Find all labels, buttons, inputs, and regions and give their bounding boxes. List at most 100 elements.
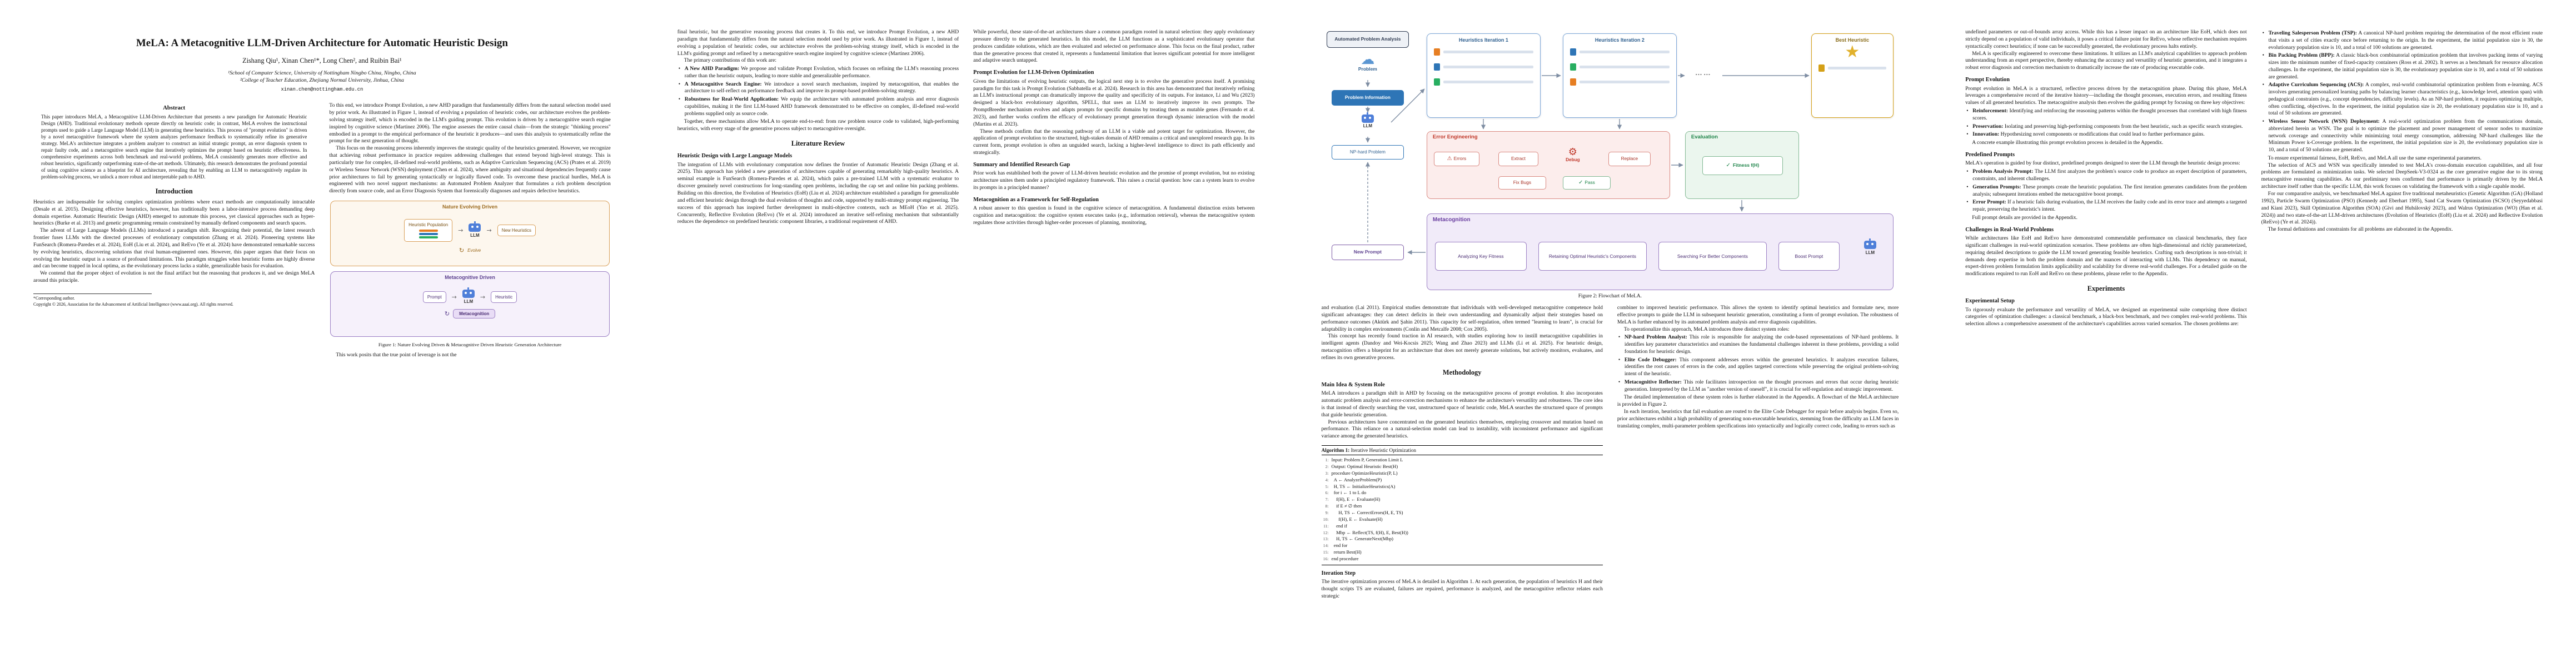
list-item-label: Problem Analysis Prompt: (1972, 168, 2034, 175)
retaining-components-node: Retaining Optimal Heuristic's Components (1538, 242, 1647, 271)
mela-flowchart: Automated Problem Analysis ☁ Problem Pro… (1326, 30, 1894, 291)
pass-node: ✓ Pass (1562, 176, 1611, 190)
heuristic-item (1569, 48, 1670, 56)
list-item-text: We introduce a novel search mechanism, i… (684, 81, 959, 94)
list-item: Error Prompt: If a heuristic fails durin… (1965, 199, 2246, 213)
pass-label: Pass (1585, 180, 1595, 186)
list-item-text: Identifying and reinforcing the reasonin… (1972, 108, 2247, 121)
llm-label: LLM (470, 232, 480, 238)
list-item-label: Adaptive Curriculum Sequencing (ACS): (2268, 82, 2364, 88)
iteration2-title: Heuristics Iteration 2 (1595, 37, 1645, 43)
list-item: Wireless Sensor Network (WSN) Deployment… (2261, 118, 2543, 154)
problem-label: Problem (1358, 66, 1377, 72)
figure1-panel1-title: Nature Evolving Driven (442, 204, 498, 210)
list-item-text: If a heuristic fails during evaluation, … (1972, 199, 2247, 212)
loop-arrow-icon: ↻ (444, 310, 450, 318)
list-item-label: Reinforcement: (1972, 108, 2009, 115)
list-item: A Metacognitive Search Engine: We introd… (677, 81, 959, 96)
paragraph: The detailed implementation of these sys… (1617, 394, 1899, 408)
list-item: Elite Code Debugger: This component addr… (1617, 357, 1899, 378)
llm-robot-icon (469, 221, 481, 232)
list-item: Problem Analysis Prompt: The LLM first a… (1965, 168, 2246, 183)
subsection-heading-experimental-setup: Experimental Setup (1965, 298, 2015, 305)
list-item: Innovation: Hypothesizing novel componen… (1965, 131, 2246, 138)
list-item-label: Generation Prompts: (1972, 183, 2021, 190)
paragraph: combiner to improved heuristic performan… (1617, 305, 1899, 325)
subsection-heading-prompt-evolution-opt: Prompt Evolution for LLM-Driven Optimiza… (973, 69, 1094, 76)
iteration-ellipsis: …… (1695, 68, 1712, 77)
heuristic-item (1433, 48, 1533, 56)
new-prompt-node: New Prompt (1331, 245, 1404, 260)
authors-line: Zishang Qiu¹, Xinan Chen¹*, Long Chen², … (242, 56, 402, 64)
paragraph: The integration of LLMs with evolutionar… (677, 161, 959, 225)
iteration1-title: Heuristics Iteration 1 (1458, 37, 1508, 43)
llm-label: LLM (464, 299, 474, 305)
arrow-icon: → (451, 293, 457, 301)
figure1-panel2-title: Metacognitive Driven (445, 275, 495, 281)
gear-icon: ⚙ (1568, 146, 1577, 158)
list-item-label: Elite Code Debugger: (1624, 356, 1677, 363)
paragraph: Prior work has established both the powe… (973, 170, 1255, 191)
section-heading-experiments: Experiments (2087, 285, 2125, 293)
errors-label: Errors (1453, 156, 1467, 162)
paragraph: To ensure experimental fairness, EoH, Re… (2268, 155, 2482, 161)
analyzing-key-fitness-node: Analyzing Key Fitness (1434, 242, 1527, 271)
paragraph: In each iteration, heuristics that fail … (1617, 409, 1899, 429)
paragraph: While powerful, these state-of-the-art a… (973, 29, 1255, 64)
algorithm-line: 3:procedure OptimizeHeuristic(P, L) (1325, 470, 1398, 476)
page3-right-column: combiner to improved heuristic performan… (1617, 305, 1899, 600)
list-item-label: Traveling Salesperson Problem (TSP): (2268, 30, 2357, 36)
paragraph: Heuristics are indispensable for solving… (33, 198, 315, 227)
debug-node: ⚙ Debug (1556, 146, 1590, 163)
list-item-label: Bin Packing Problem (BPP): (2268, 52, 2335, 59)
page4-right-column: Traveling Salesperson Problem (TSP): A c… (2261, 29, 2543, 328)
list-item-label: Error Prompt: (1972, 199, 2006, 206)
list-item-text: A classic black-box combinatorial optimi… (2268, 52, 2543, 80)
abstract-text: This paper introduces MeLA, a Metacognit… (41, 114, 307, 180)
paragraph: The primary contributions of this work a… (684, 57, 777, 64)
prompt-label: Prompt (427, 294, 442, 300)
algorithm-name: Iterative Heuristic Optimization (1351, 447, 1416, 454)
error-engineering-panel: Error Engineering ⚠ Errors Extract ⚙ Deb… (1426, 131, 1670, 199)
list-item: A New AHD Paradigm: We propose and valid… (677, 66, 959, 80)
list-item-text: A real-world optimization problem from t… (2268, 118, 2543, 153)
heuristic-population-box: Heuristic Population (404, 219, 453, 242)
list-item-text: These prompts create the heuristic popul… (1972, 183, 2247, 197)
list-item-label: Metacognitive Reflector: (1624, 379, 1682, 385)
heuristic-item (1569, 78, 1670, 86)
subsection-heading-prompt-evolution: Prompt Evolution (1965, 77, 2010, 83)
algorithm-line: 7: f(H), E ← Evaluate(H) (1325, 496, 1381, 502)
author-email-link[interactable]: xinan.chen@nottingham.edu.cn (281, 87, 363, 93)
algorithm-line: 1:Input: Problem P, Generation Limit L (1325, 457, 1403, 463)
subsection-heading-metacognition: Metacognition as a Framework for Self-Re… (973, 197, 1099, 203)
errors-node: ⚠ Errors (1433, 152, 1479, 166)
figure2-caption: Figure 2: Flowchart of MeLA. (1578, 293, 1642, 299)
algorithm-line: 5: H, TS ← InitializeHeuristics(A) (1325, 483, 1396, 489)
paragraph: Together, these mechanisms allow MeLA to… (677, 118, 959, 132)
problem-node: ☁ Problem (1340, 52, 1396, 72)
metacognition-box: Metacognition (453, 309, 496, 319)
paragraph: For our comparative analysis, we benchma… (2261, 190, 2543, 226)
algorithm-line: 15: return Best(H) (1323, 549, 1362, 555)
footnote-rule (33, 293, 152, 294)
problem-information-node: Problem Information (1331, 90, 1404, 106)
footnote-corresponding: *Corresponding author. (33, 296, 75, 301)
list-item-text: Isolating and preserving high-performing… (2003, 123, 2243, 130)
automated-problem-analysis-label: Automated Problem Analysis (1334, 36, 1401, 42)
llm-label: LLM (1865, 250, 1875, 255)
algorithm-line: 6: for i ← 1 to L do (1325, 490, 1367, 496)
llm-node: LLM (462, 287, 475, 305)
paragraph: To this end, we introduce Prompt Evoluti… (329, 102, 611, 145)
paragraph: Previous architectures have concentrated… (1321, 419, 1603, 440)
replace-node: Replace (1608, 152, 1651, 166)
heuristic-box: Heuristic (491, 291, 517, 303)
paper-title: MeLA: A Metacognitive LLM-Driven Archite… (136, 37, 508, 49)
best-heuristic-card: Best Heuristic ★ (1811, 33, 1894, 118)
algorithm-title: Algorithm 1: Iterative Heuristic Optimiz… (1321, 447, 1603, 456)
abstract-heading: Abstract (163, 104, 186, 112)
cloud-icon: ☁ (1361, 51, 1375, 67)
prompt-box: Prompt (422, 291, 446, 303)
metacognition-panel: Metacognition Analyzing Key Fitness Reta… (1426, 213, 1894, 290)
page3-left-column: and evaluation (Lai 2011). Empirical stu… (1321, 305, 1603, 600)
